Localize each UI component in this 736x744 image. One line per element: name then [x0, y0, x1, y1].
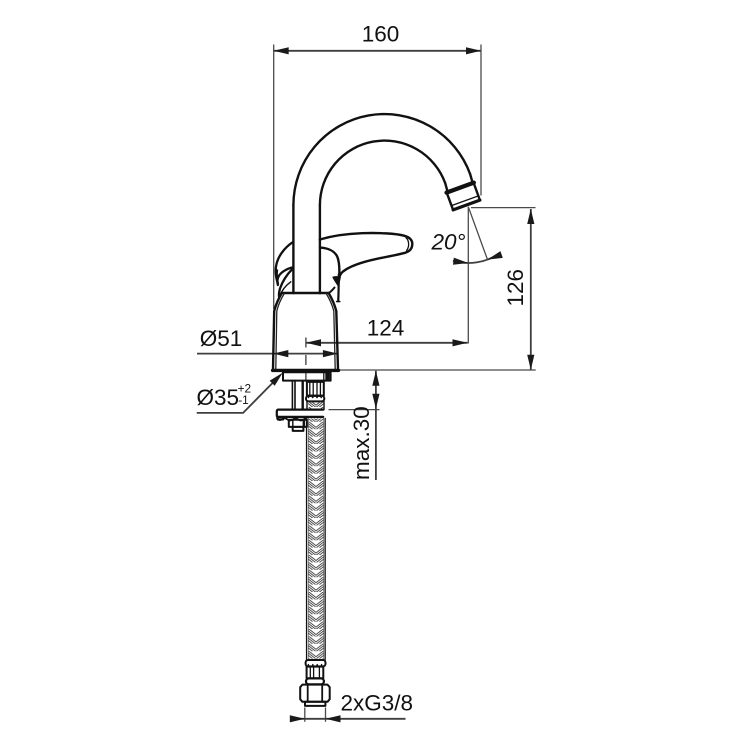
- svg-text:20°: 20°: [430, 230, 465, 255]
- svg-text:max.30: max.30: [349, 406, 374, 480]
- svg-text:Ø35: Ø35: [197, 385, 240, 410]
- svg-text:+2: +2: [238, 382, 251, 396]
- svg-text:2xG3/8: 2xG3/8: [341, 691, 414, 716]
- svg-text:Ø51: Ø51: [200, 326, 243, 351]
- svg-text:-1: -1: [238, 393, 249, 407]
- svg-text:126: 126: [503, 269, 528, 307]
- svg-text:160: 160: [362, 22, 400, 47]
- svg-text:124: 124: [367, 316, 405, 341]
